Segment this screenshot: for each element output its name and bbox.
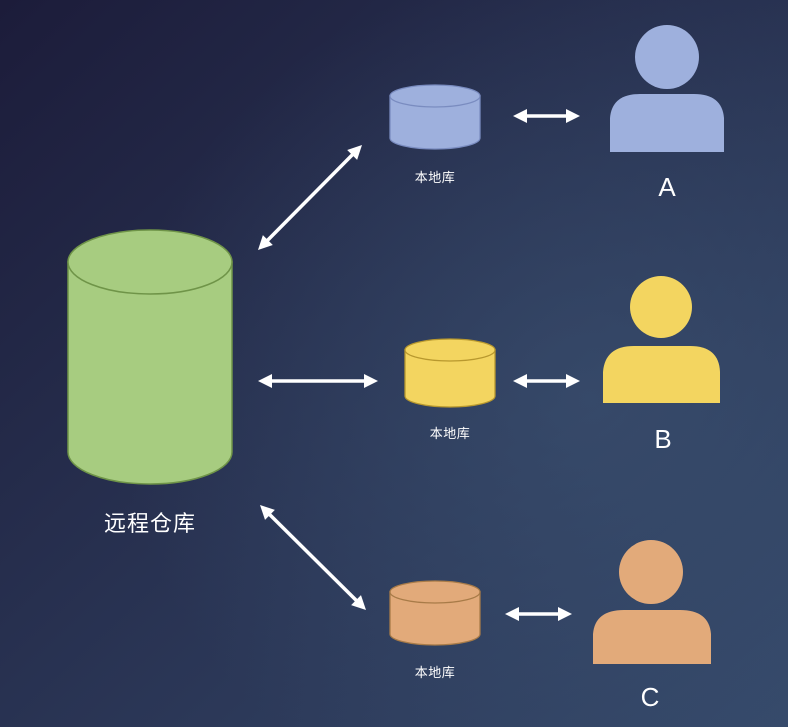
local-repo-b-body <box>404 349 496 408</box>
local-repo-c <box>389 580 481 646</box>
arrow-b-to-user <box>513 374 580 388</box>
user-a-head <box>635 25 699 89</box>
local-repo-a-label: 本地库 <box>414 171 456 186</box>
remote-repo-label: 远程仓库 <box>103 512 197 537</box>
arrows <box>258 109 580 621</box>
user-a-label: A <box>658 172 676 202</box>
user-b-label: B <box>654 424 672 454</box>
user-c-label: C <box>640 682 660 712</box>
remote-repo-body <box>67 261 233 485</box>
user-c-icon <box>593 540 711 664</box>
arrow-c-to-user-head-end <box>558 607 572 621</box>
arrow-remote-to-c <box>260 505 366 610</box>
arrow-remote-to-c-head-end <box>351 595 366 610</box>
arrow-remote-to-a-head-start <box>258 235 273 250</box>
arrow-remote-to-a-shaft <box>263 150 357 245</box>
arrow-remote-to-b-head-start <box>258 374 272 388</box>
arrow-remote-to-a <box>258 145 362 250</box>
arrow-b-to-user-head-start <box>513 374 527 388</box>
local-repo-a-body <box>389 95 481 150</box>
user-c-body <box>593 610 711 664</box>
local-repo-c-top <box>389 580 481 604</box>
remote-repo-top <box>67 229 233 295</box>
user-b-body <box>603 346 720 403</box>
arrow-remote-to-c-shaft <box>265 510 361 605</box>
arrow-remote-to-c-head-start <box>260 505 275 520</box>
arrow-remote-to-b-head-end <box>364 374 378 388</box>
arrow-remote-to-b <box>258 374 378 388</box>
remote-repo-cylinder <box>67 229 233 485</box>
user-a-icon <box>610 25 724 152</box>
local-repo-b <box>404 338 496 408</box>
arrow-a-to-user-head-end <box>566 109 580 123</box>
local-repo-b-label: 本地库 <box>429 427 471 442</box>
local-repo-c-label: 本地库 <box>414 666 456 681</box>
local-repo-a-top <box>389 84 481 108</box>
arrow-a-to-user <box>513 109 580 123</box>
arrow-remote-to-a-head-end <box>347 145 362 160</box>
arrow-a-to-user-head-start <box>513 109 527 123</box>
user-c-head <box>619 540 683 604</box>
local-repo-a <box>389 84 481 150</box>
local-repo-c-body <box>389 591 481 646</box>
user-a-body <box>610 94 724 152</box>
arrow-b-to-user-head-end <box>566 374 580 388</box>
arrow-c-to-user-head-start <box>505 607 519 621</box>
local-repo-b-top <box>404 338 496 362</box>
arrow-c-to-user <box>505 607 572 621</box>
user-b-head <box>630 276 692 338</box>
user-b-icon <box>603 276 720 403</box>
